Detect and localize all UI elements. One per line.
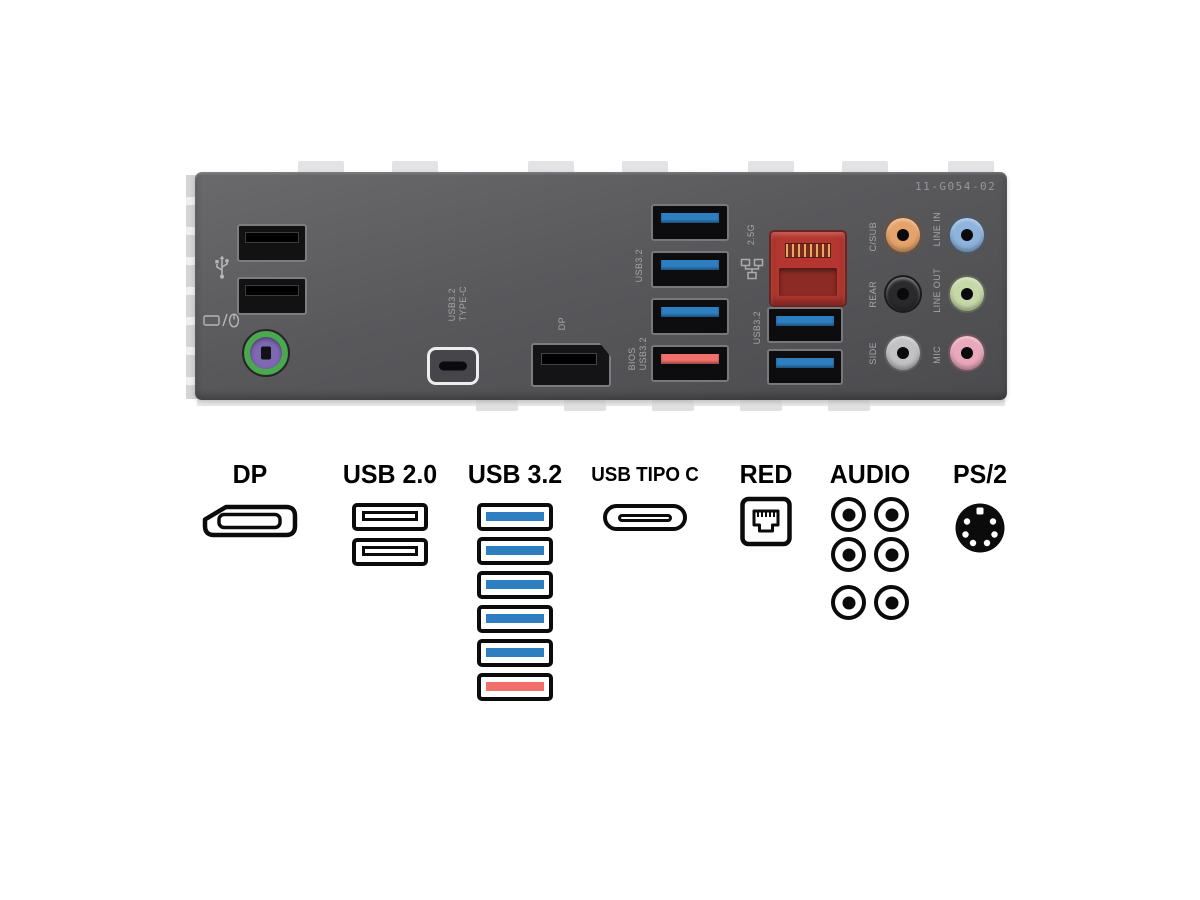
bracket-tab: [748, 161, 794, 175]
usb3-port: [651, 298, 729, 335]
audio-rear-label: REAR: [868, 281, 878, 308]
audio-line-out-label: LINE OUT: [932, 268, 942, 313]
legend-label-ps2: PS/2: [952, 459, 1008, 489]
bios-usb-port-label: BIOS USB3.2: [627, 337, 648, 371]
bracket-tab: [828, 399, 870, 411]
bracket-tab: [392, 161, 438, 175]
audio-jack-line-out: [948, 275, 986, 313]
usb3-icon: [477, 571, 553, 599]
legend-label-dp: DP: [232, 459, 268, 489]
audio-jack-icon: [874, 585, 909, 620]
bios-usb-port: [651, 345, 729, 382]
bracket-tab: [622, 161, 668, 175]
audio-jack-rear: [884, 275, 922, 313]
ethernet-port: [769, 230, 847, 307]
legend-label-usb20: USB 2.0: [342, 459, 438, 489]
usb32-typec-port-label: USB3.2 TYPE-C: [447, 286, 468, 322]
usb32-right-label: USB3.2: [752, 311, 762, 345]
bracket-tab: [948, 161, 994, 175]
network-icon: [740, 258, 764, 280]
bracket-tab: [652, 399, 694, 411]
audio-jack-icon: [874, 537, 909, 572]
dp-port-label: DP: [557, 317, 567, 331]
bracket-tab: [476, 399, 518, 411]
keyboard-mouse-icon: [203, 313, 240, 328]
ps2-port: [242, 329, 290, 377]
bios-usb-icon: [477, 673, 553, 701]
legend-label-lan: RED: [739, 459, 793, 489]
bracket-tab: [298, 161, 344, 175]
audio-jack-icon: [874, 497, 909, 532]
usb32-stack-label: USB3.2: [634, 249, 644, 283]
legend-label-usb32: USB 3.2: [467, 459, 563, 489]
usb3-port: [651, 251, 729, 288]
audio-jack-side: [884, 334, 922, 372]
usb-icon: [215, 255, 229, 279]
usb2-port: [237, 277, 307, 315]
audio-jack-icon: [831, 537, 866, 572]
legend-label-usbc: USB TIPO C: [591, 464, 699, 486]
usb-c-port: [427, 347, 479, 385]
audio-jack-mic: [948, 334, 986, 372]
bracket-tab: [740, 399, 782, 411]
bracket-tab: [842, 161, 888, 175]
usb3-port: [767, 349, 843, 385]
usb2-port: [237, 224, 307, 262]
audio-line-in-label: LINE IN: [932, 212, 942, 247]
displayport-icon: [202, 504, 298, 538]
ps2-icon: [955, 503, 1005, 553]
usb3-icon: [477, 639, 553, 667]
displayport-port: [531, 343, 611, 387]
usb3-icon: [477, 605, 553, 633]
panel-part-number: 11-G054-02: [915, 180, 997, 193]
audio-jack-icon: [831, 497, 866, 532]
audio-jack-csub: [884, 216, 922, 254]
usb2-icon: [352, 503, 428, 531]
audio-jack-icon: [831, 585, 866, 620]
usb3-port: [767, 307, 843, 343]
usb3-port: [651, 204, 729, 241]
usb3-icon: [477, 503, 553, 531]
bracket-tab: [564, 399, 606, 411]
usb3-icon: [477, 537, 553, 565]
audio-side-label: SIDE: [868, 342, 878, 365]
audio-jack-line-in: [948, 216, 986, 254]
legend-label-audio: AUDIO: [829, 459, 911, 489]
lan-speed-label: 2.5G: [746, 224, 756, 246]
audio-csub-label: C/SUB: [868, 222, 878, 252]
bracket-tab: [528, 161, 574, 175]
ethernet-icon: [740, 496, 792, 547]
usb2-icon: [352, 538, 428, 566]
usb-c-icon: [603, 504, 687, 531]
audio-mic-label: MIC: [932, 346, 942, 364]
io-bracket-left-edge: [186, 175, 197, 399]
